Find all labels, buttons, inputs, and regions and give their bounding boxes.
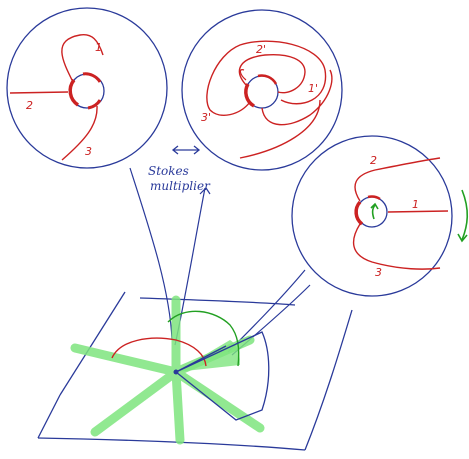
disk-right-label-3: 3 [375,266,382,279]
rotation-arrow-inner [371,204,376,220]
disk-left-stokes-curve-1 [61,33,104,83]
stokes-ray [90,367,181,437]
disk-right-stokes-curve-3 [352,223,441,270]
disk-left-label-1: 1 [95,41,102,54]
disk-middle-inner-arc [244,83,255,108]
disk-middle-outer-circle [181,9,343,171]
disk-right-inner-arc [367,195,381,201]
disk-left-inner-arc [87,99,102,110]
disk-middle: 2' 3' 1' [181,9,343,171]
disk-right: 2 1 3 [291,135,453,297]
disk-right-inner-arc [354,200,364,226]
disk-middle-stokes-curve-1p [261,69,333,126]
disk-middle-stokes-curve-loop [239,69,247,81]
disk-left-label-3: 3 [85,145,92,158]
annotation-line-1: Stokes [148,164,189,178]
disk-left-outer-circle [6,7,168,169]
rotation-arrow-inner-head [370,202,379,210]
stokes-ray [171,367,265,433]
annotation-line-2: multiplier [150,179,211,193]
rotation-arrow-outer [457,189,469,243]
sector-arc-red [111,337,207,367]
projection-lines [129,167,311,356]
disk-right-stokes-curve-1 [387,210,449,213]
disk-right-outer-circle [291,135,453,297]
origin-point [173,369,179,375]
base-plane [37,291,353,451]
disk-left-inner-arc [68,78,80,107]
disk-middle-label-1p: 1' [308,82,318,95]
disk-left-stokes-curve-3 [61,105,98,161]
disk-left-label-2: 2 [26,99,33,112]
disk-middle-label-2p: 2' [256,43,266,56]
disk-middle-inner-arc [257,74,278,85]
disk-right-label-1: 1 [412,198,419,211]
disk-middle-label-3p: 3' [201,111,211,124]
equivalence-arrow [171,145,201,155]
disk-left-stokes-curve-2 [9,91,69,94]
disk-right-label-2: 2 [370,154,377,167]
sector-outline-blue [175,331,270,421]
disk-right-stokes-curve-2 [354,157,441,202]
stokes-ray [171,367,185,445]
sector-outline-inner [175,345,227,373]
stokes-rays [70,295,265,445]
disk-left-inner-arc [82,72,102,83]
disk-middle-stokes-curve-2p [238,53,306,94]
stokes-ray [70,343,181,377]
disk-middle-stokes-curve-3p [206,40,327,116]
disk-left: 1 2 3 [6,7,168,169]
disk-middle-stokes-curve-outer [239,99,321,159]
sector-arc-green [167,310,240,367]
